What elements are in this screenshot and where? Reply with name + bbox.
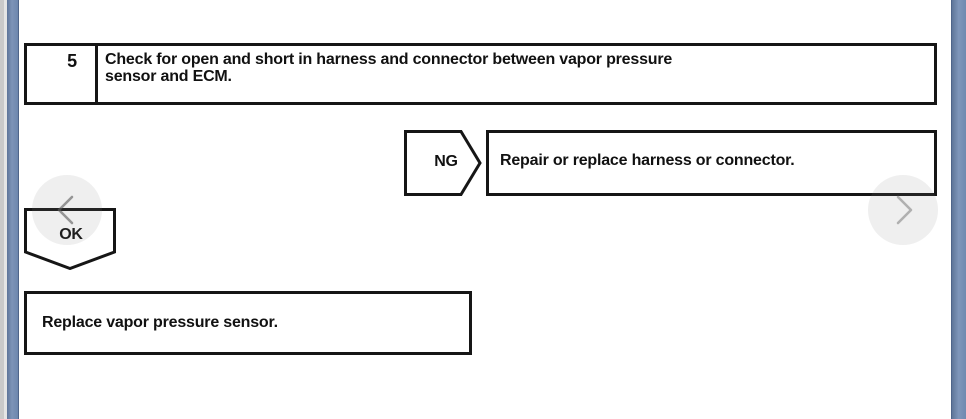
ng-result-box [486,130,937,196]
ok-pentagon-shape [24,208,116,270]
scanned-page: 5 Check for open and short in harness an… [19,0,951,419]
ng-label: NG [434,153,458,170]
ok-result-text: Replace vapor pressure sensor. [42,314,278,331]
step-5-box [24,43,937,105]
window-edge-highlight [4,0,7,419]
ng-result-text: Repair or replace harness or connector. [500,152,795,169]
ok-result-box [24,291,472,355]
right-rail [951,0,966,419]
step-description: Check for open and short in harness and … [105,51,673,86]
chevron-left-icon [54,194,80,226]
ng-arrow-shape [404,130,482,196]
ok-label: OK [59,226,83,243]
step-number: 5 [67,51,77,71]
previous-page-button[interactable] [32,175,102,245]
step-box-divider [95,45,98,103]
window-edge-shadow [0,0,4,419]
next-page-button[interactable] [868,175,938,245]
chevron-right-icon [890,194,916,226]
left-rail [7,0,19,419]
